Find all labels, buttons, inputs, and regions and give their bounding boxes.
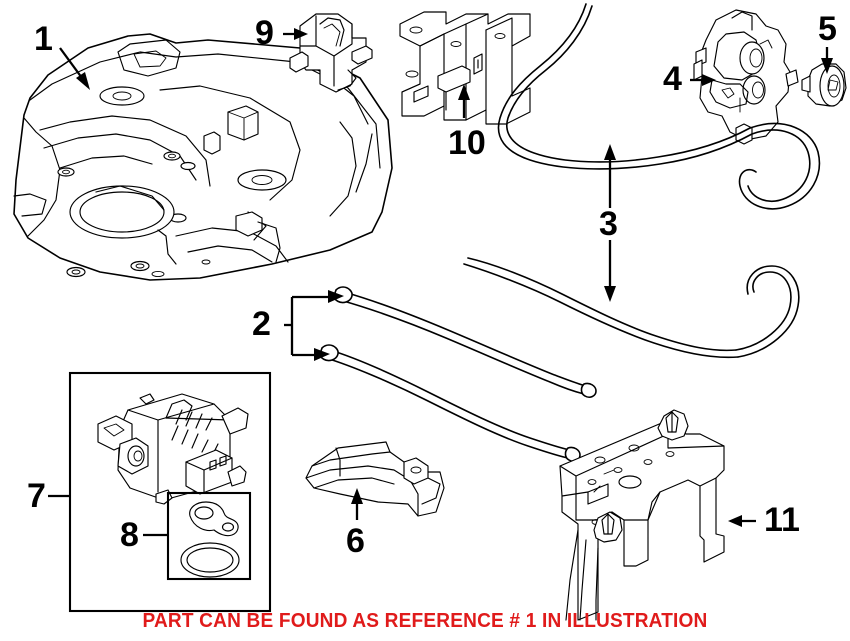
callout-11-arrow <box>728 515 756 527</box>
callout-4-arrow <box>690 74 716 86</box>
callout-number-8: 8 <box>120 516 139 554</box>
callout-arrows <box>59 28 833 527</box>
callout-number-11: 11 <box>764 501 800 539</box>
callout-number-3: 3 <box>599 205 618 243</box>
callout-number-5: 5 <box>818 10 837 48</box>
callout-3-arrow <box>604 144 616 302</box>
part-2-fuel-hose-graphic <box>319 286 597 462</box>
part-6-heat-shield-graphic <box>305 441 445 517</box>
callout-number-6: 6 <box>346 522 365 560</box>
callout-5-arrow <box>821 47 833 74</box>
callout-6-arrow <box>351 488 363 520</box>
callout-number-9: 9 <box>255 14 274 52</box>
callout-number-7: 7 <box>27 477 46 515</box>
part-1-fuel-tank-graphic <box>13 33 393 281</box>
part-10-mounting-bracket-graphic <box>399 11 531 125</box>
part-3-evap-hose-graphic <box>463 3 821 359</box>
callout-number-10: 10 <box>448 124 486 162</box>
callout-number-4: 4 <box>663 60 682 98</box>
evap-canister-graphic <box>97 393 249 505</box>
reference-note: PART CAN BE FOUND AS REFERENCE # 1 IN IL… <box>142 609 708 632</box>
part-5-cap-graphic <box>801 63 847 107</box>
part-8-gasket-seal-graphic <box>180 501 240 578</box>
callout-10-arrow <box>458 84 470 118</box>
callout-number-1: 1 <box>34 20 53 58</box>
part-9-clip-bracket-graphic <box>289 13 373 93</box>
part-4-pump-valve-graphic <box>693 9 799 145</box>
callout-number-2: 2 <box>252 305 271 343</box>
part-7-canister-box-graphic <box>48 371 272 613</box>
callout-2-leader <box>284 290 344 361</box>
part-11-support-bracket-graphic <box>559 409 725 621</box>
callout-9-arrow <box>283 28 308 40</box>
callout-1-arrow <box>59 47 90 90</box>
